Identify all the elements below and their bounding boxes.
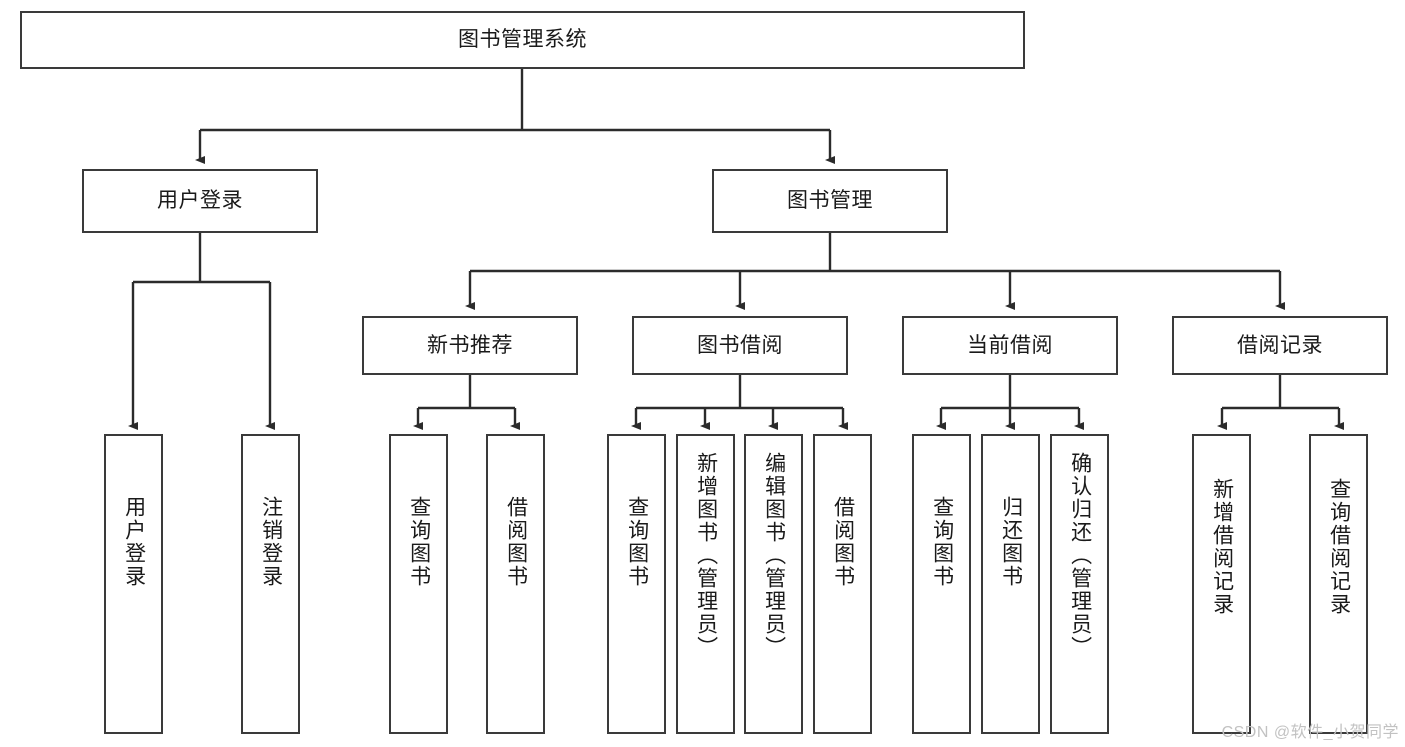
node-label: 确认归还（管理员） — [1068, 452, 1092, 659]
leaf-new-book-query[interactable]: 查询图书 — [389, 434, 448, 734]
node-label: 查询图书 — [625, 496, 649, 588]
node-label: 图书管理 — [787, 189, 873, 213]
node-label: 图书借阅 — [697, 333, 783, 357]
leaf-new-book-borrow[interactable]: 借阅图书 — [486, 434, 545, 734]
node-label: 用户登录 — [122, 496, 146, 588]
node-label: 新增图书（管理员） — [694, 452, 718, 659]
node-book-management[interactable]: 图书管理 — [712, 169, 948, 233]
node-label: 当前借阅 — [967, 333, 1053, 357]
leaf-current-borrow-query[interactable]: 查询图书 — [912, 434, 971, 734]
node-book-borrow[interactable]: 图书借阅 — [632, 316, 848, 375]
node-label: 查询借阅记录 — [1327, 478, 1351, 616]
leaf-book-borrow-query[interactable]: 查询图书 — [607, 434, 666, 734]
leaf-current-borrow-confirm-return[interactable]: 确认归还（管理员） — [1050, 434, 1109, 734]
leaf-book-borrow-borrow[interactable]: 借阅图书 — [813, 434, 872, 734]
node-label: 查询图书 — [930, 496, 954, 588]
leaf-user-login-login[interactable]: 用户登录 — [104, 434, 163, 734]
leaf-borrow-record-add[interactable]: 新增借阅记录 — [1192, 434, 1251, 734]
node-root-system[interactable]: 图书管理系统 — [20, 11, 1025, 69]
node-label: 新增借阅记录 — [1210, 478, 1234, 616]
leaf-book-borrow-add[interactable]: 新增图书（管理员） — [676, 434, 735, 734]
node-new-book-recommend[interactable]: 新书推荐 — [362, 316, 578, 375]
node-current-borrow[interactable]: 当前借阅 — [902, 316, 1118, 375]
node-label: 借阅记录 — [1237, 333, 1323, 357]
leaf-book-borrow-edit[interactable]: 编辑图书（管理员） — [744, 434, 803, 734]
node-label: 查询图书 — [407, 496, 431, 588]
node-label: 归还图书 — [999, 496, 1023, 588]
node-label: 注销登录 — [259, 496, 283, 588]
node-label: 借阅图书 — [831, 496, 855, 588]
node-label: 借阅图书 — [504, 496, 528, 588]
node-label: 图书管理系统 — [458, 28, 587, 52]
node-borrow-record[interactable]: 借阅记录 — [1172, 316, 1388, 375]
node-user-login[interactable]: 用户登录 — [82, 169, 318, 233]
csdn-watermark: CSDN @软件_小贺同学 — [1221, 724, 1399, 741]
leaf-borrow-record-query[interactable]: 查询借阅记录 — [1309, 434, 1368, 734]
leaf-user-login-logout[interactable]: 注销登录 — [241, 434, 300, 734]
node-label: 新书推荐 — [427, 333, 513, 357]
node-label: 用户登录 — [157, 189, 243, 213]
node-label: 编辑图书（管理员） — [762, 452, 786, 659]
leaf-current-borrow-return[interactable]: 归还图书 — [981, 434, 1040, 734]
